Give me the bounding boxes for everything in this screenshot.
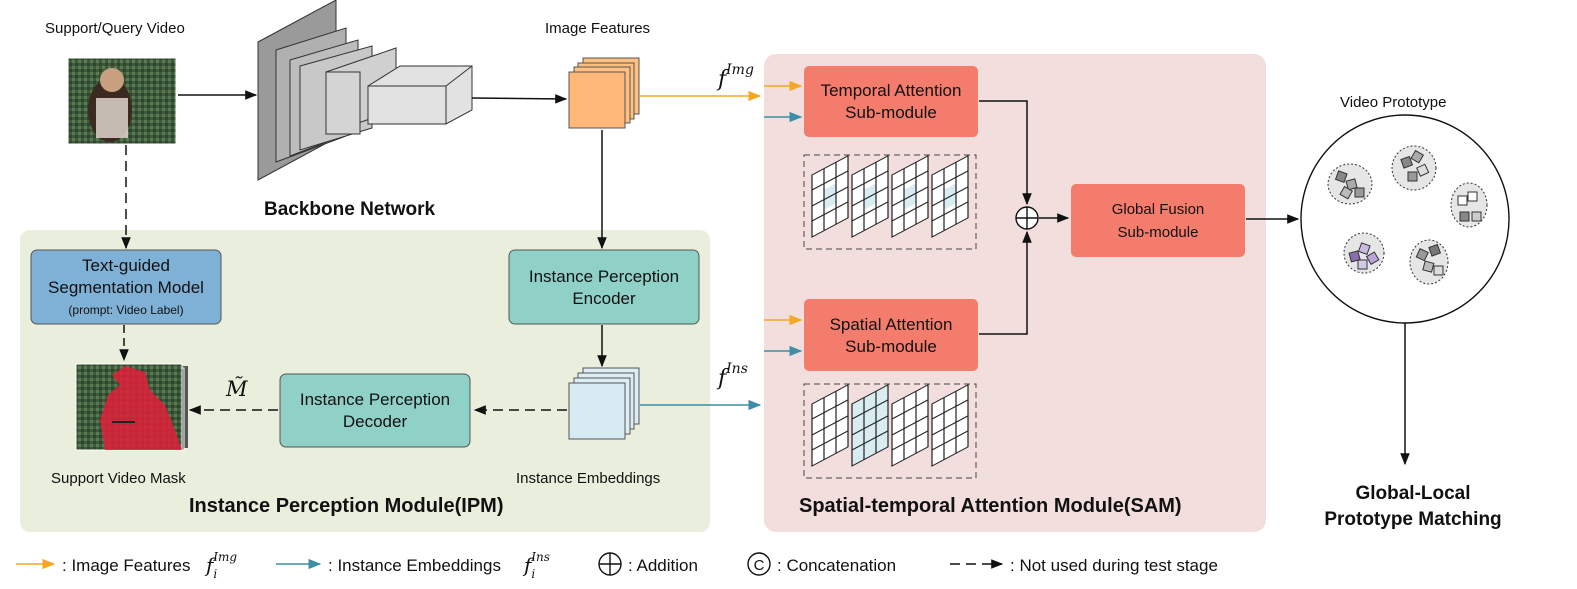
legend: : Image Features fiImg : Instance Embedd… (16, 550, 1218, 581)
image-features-stack (568, 57, 640, 129)
instance-embeddings-label: Instance Embeddings (516, 470, 660, 487)
support-video-mask-label: Support Video Mask (51, 470, 186, 487)
video-frames-stack (67, 57, 177, 145)
segmentation-model-line2: Segmentation Model (48, 278, 204, 297)
legend-instance-embeddings-symbol: fiIns (522, 550, 550, 581)
instance-embeddings-stack (568, 367, 640, 440)
ipm-title: Instance Perception Module(IPM) (189, 495, 503, 517)
encoder-line1: Instance Perception (529, 267, 679, 286)
segmentation-model-box (30, 249, 222, 325)
m-tilde-label: M̃ (225, 377, 248, 401)
temporal-grid-frame (803, 154, 977, 250)
decoder-line2: Decoder (343, 412, 408, 431)
legend-instance-embeddings-label: : Instance Embeddings (328, 556, 501, 575)
spatial-to-addition (979, 230, 1032, 335)
temporal-to-addition (979, 100, 1032, 206)
spatial-line2: Sub-module (845, 337, 937, 356)
prototype-clusters (1327, 145, 1488, 285)
instance-perception-decoder-box (279, 373, 471, 448)
spatial-attention-box (804, 299, 978, 371)
arrow-backbone-to-features (471, 94, 568, 104)
matching-line2: Prototype Matching (1324, 509, 1501, 530)
video-prototype-label: Video Prototype (1340, 94, 1446, 111)
image-features-label: Image Features (545, 20, 650, 37)
legend-image-features-symbol: fiImg (204, 550, 237, 581)
legend-not-used-label: : Not used during test stage (1010, 556, 1218, 575)
backbone-network-graphic (257, 0, 473, 181)
backbone-network-label: Backbone Network (264, 199, 435, 220)
instance-perception-encoder-box (508, 249, 700, 325)
encoder-line2: Encoder (572, 289, 636, 308)
sam-background (764, 54, 1266, 532)
legend-addition-icon (598, 552, 622, 576)
temporal-grids (811, 154, 969, 238)
decoder-line1: Instance Perception (300, 390, 450, 409)
segmentation-model-line1: Text-guided (82, 256, 170, 275)
svg-text:C: C (754, 557, 765, 574)
sam-title: Spatial-temporal Attention Module(SAM) (799, 495, 1182, 517)
global-fusion-line2: Sub-module (1118, 224, 1199, 241)
f-img-label: fImg (716, 62, 754, 92)
legend-concatenation-icon: C (747, 552, 771, 576)
spatial-line1: Spatial Attention (830, 315, 953, 334)
matching-line1: Global-Local (1355, 483, 1470, 504)
spatial-grid-frame (803, 383, 977, 479)
support-video-mask-stack (75, 363, 188, 451)
spatial-grids (811, 383, 969, 467)
temporal-line1: Temporal Attention (821, 81, 962, 100)
support-query-video-label: Support/Query Video (45, 20, 185, 37)
legend-image-features-label: : Image Features (62, 556, 191, 575)
segmentation-model-prompt: (prompt: Video Label) (68, 303, 183, 317)
global-fusion-box (1071, 184, 1245, 257)
f-ins-label: fIns (716, 361, 748, 391)
legend-concatenation-label: : Concatenation (777, 556, 896, 575)
legend-addition-label: : Addition (628, 556, 698, 575)
addition-icon (1015, 206, 1039, 230)
global-fusion-line1: Global Fusion (1112, 201, 1205, 218)
temporal-attention-box (804, 66, 978, 137)
temporal-line2: Sub-module (845, 103, 937, 122)
